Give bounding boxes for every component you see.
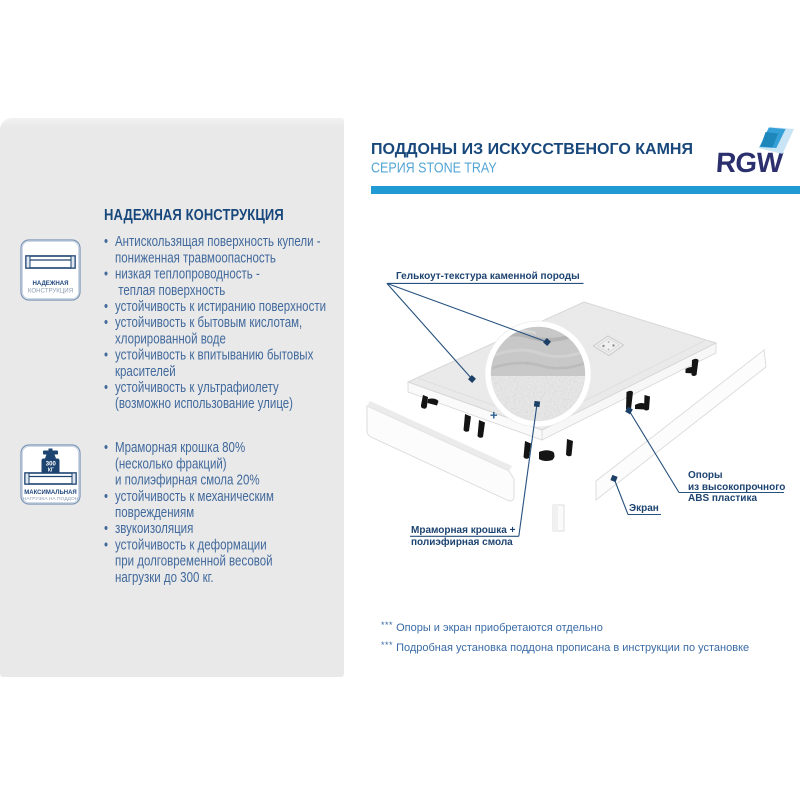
svg-text:НАГРУЗКА НА ПОДДОН: НАГРУЗКА НА ПОДДОН <box>23 496 79 502</box>
svg-text:КГ: КГ <box>48 468 54 474</box>
svg-text:МАКСИМАЛЬНАЯ: МАКСИМАЛЬНАЯ <box>24 490 76 496</box>
svg-text:+: + <box>490 408 498 423</box>
svg-text:300: 300 <box>46 462 57 468</box>
svg-text:НАДЕЖНАЯ: НАДЕЖНАЯ <box>32 280 68 287</box>
svg-text:КОНСТРУКЦИЯ: КОНСТРУКЦИЯ <box>28 288 73 295</box>
